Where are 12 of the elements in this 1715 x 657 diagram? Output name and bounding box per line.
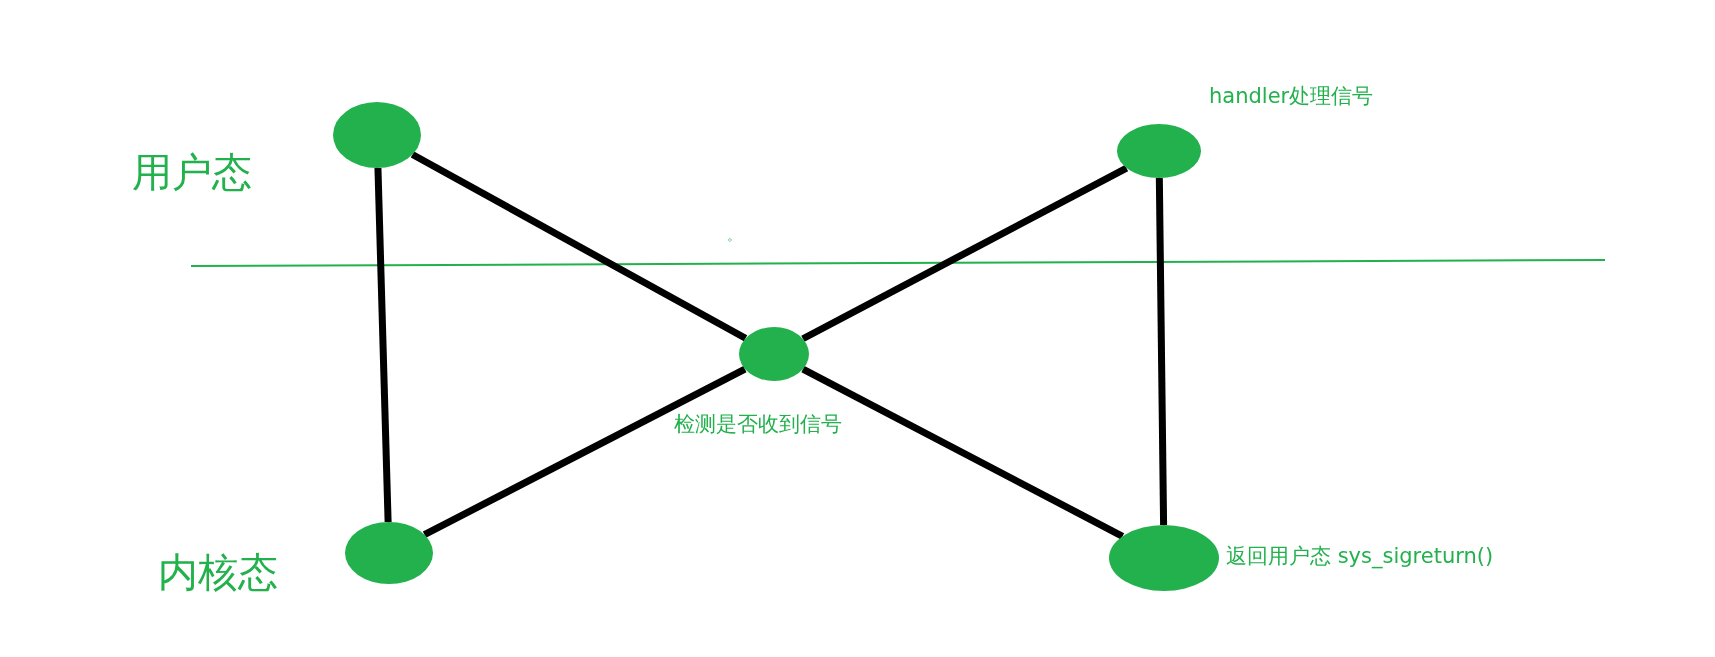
connector-line	[410, 151, 748, 342]
node-caption: 返回用户态 sys_sigreturn()	[1226, 546, 1494, 567]
region-label: 内核态	[158, 552, 278, 592]
connector-line	[801, 165, 1129, 342]
connector-line	[801, 366, 1125, 540]
region-label: 用户态	[132, 152, 252, 192]
connector-line	[1155, 177, 1168, 526]
connector-line	[422, 365, 747, 538]
node-caption: 检测是否收到信号	[674, 414, 842, 435]
connector-line	[374, 167, 392, 523]
node-caption: handler处理信号	[1209, 86, 1374, 107]
stray-mark: 。	[727, 228, 741, 242]
